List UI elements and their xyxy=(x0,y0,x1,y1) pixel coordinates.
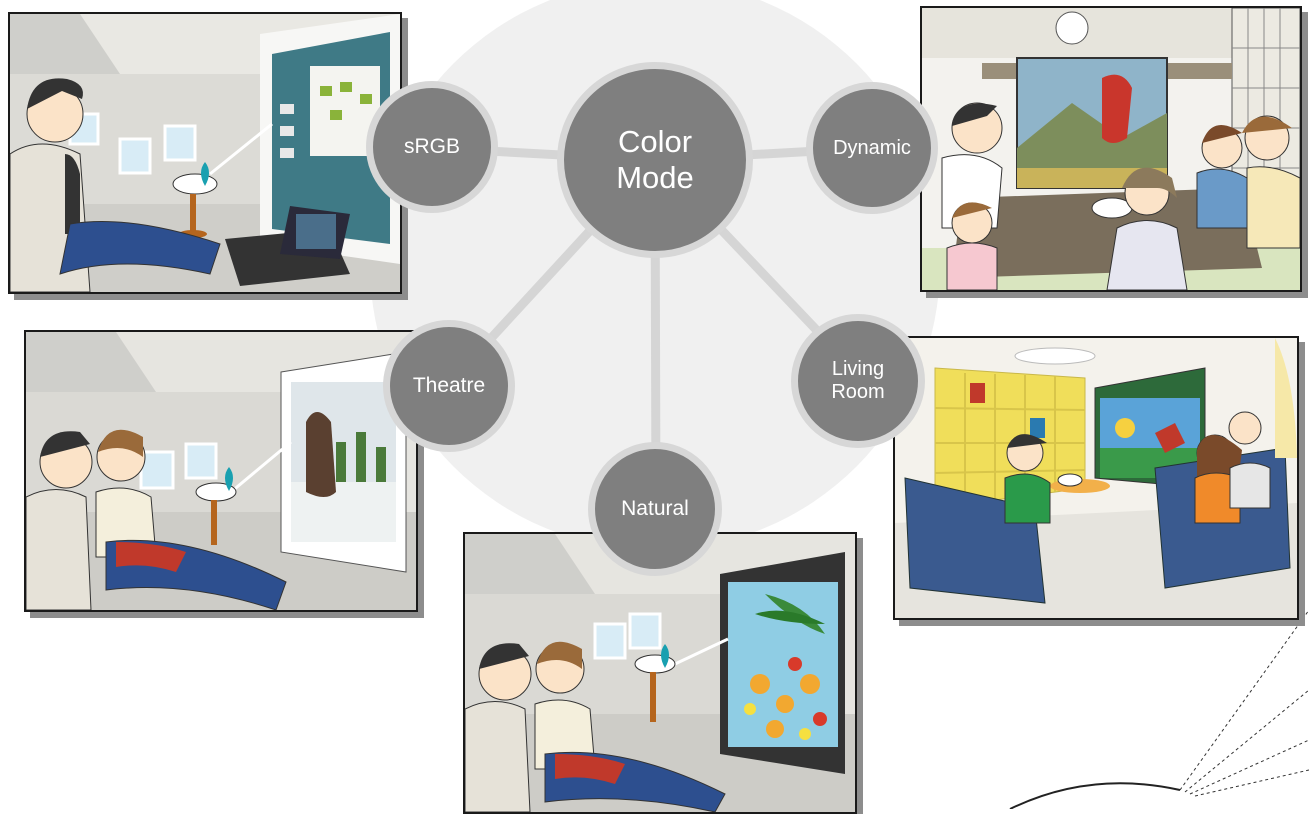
mode-node-living-room[interactable]: Living Room xyxy=(791,314,925,448)
panel-living-room-scene xyxy=(893,336,1299,620)
mode-label-natural: Natural xyxy=(621,496,689,520)
theatre-illustration xyxy=(26,332,416,610)
mode-label-dynamic: Dynamic xyxy=(833,136,911,159)
panel-theatre-scene xyxy=(24,330,418,612)
living-room-illustration xyxy=(895,338,1297,618)
mode-label-theatre: Theatre xyxy=(412,373,486,397)
srgb-illustration xyxy=(10,14,400,292)
mode-node-theatre[interactable]: Theatre xyxy=(383,320,515,452)
color-mode-label: Color Mode xyxy=(616,124,694,195)
natural-illustration xyxy=(465,534,855,812)
panel-natural-scene xyxy=(463,532,857,814)
dashed-beam xyxy=(1179,609,1309,797)
panel-srgb-scene xyxy=(8,12,402,294)
color-mode-center-node: Color Mode xyxy=(557,62,753,258)
panel-dynamic-scene xyxy=(920,6,1302,292)
projector-edge xyxy=(1009,782,1181,809)
mode-node-dynamic[interactable]: Dynamic xyxy=(806,82,938,214)
mode-label-srgb: sRGB xyxy=(403,134,460,158)
dynamic-illustration xyxy=(922,8,1300,290)
mode-label-living-room: Living Room xyxy=(831,358,885,403)
mode-node-srgb[interactable]: sRGB xyxy=(366,81,498,213)
mode-node-natural[interactable]: Natural xyxy=(588,442,722,576)
